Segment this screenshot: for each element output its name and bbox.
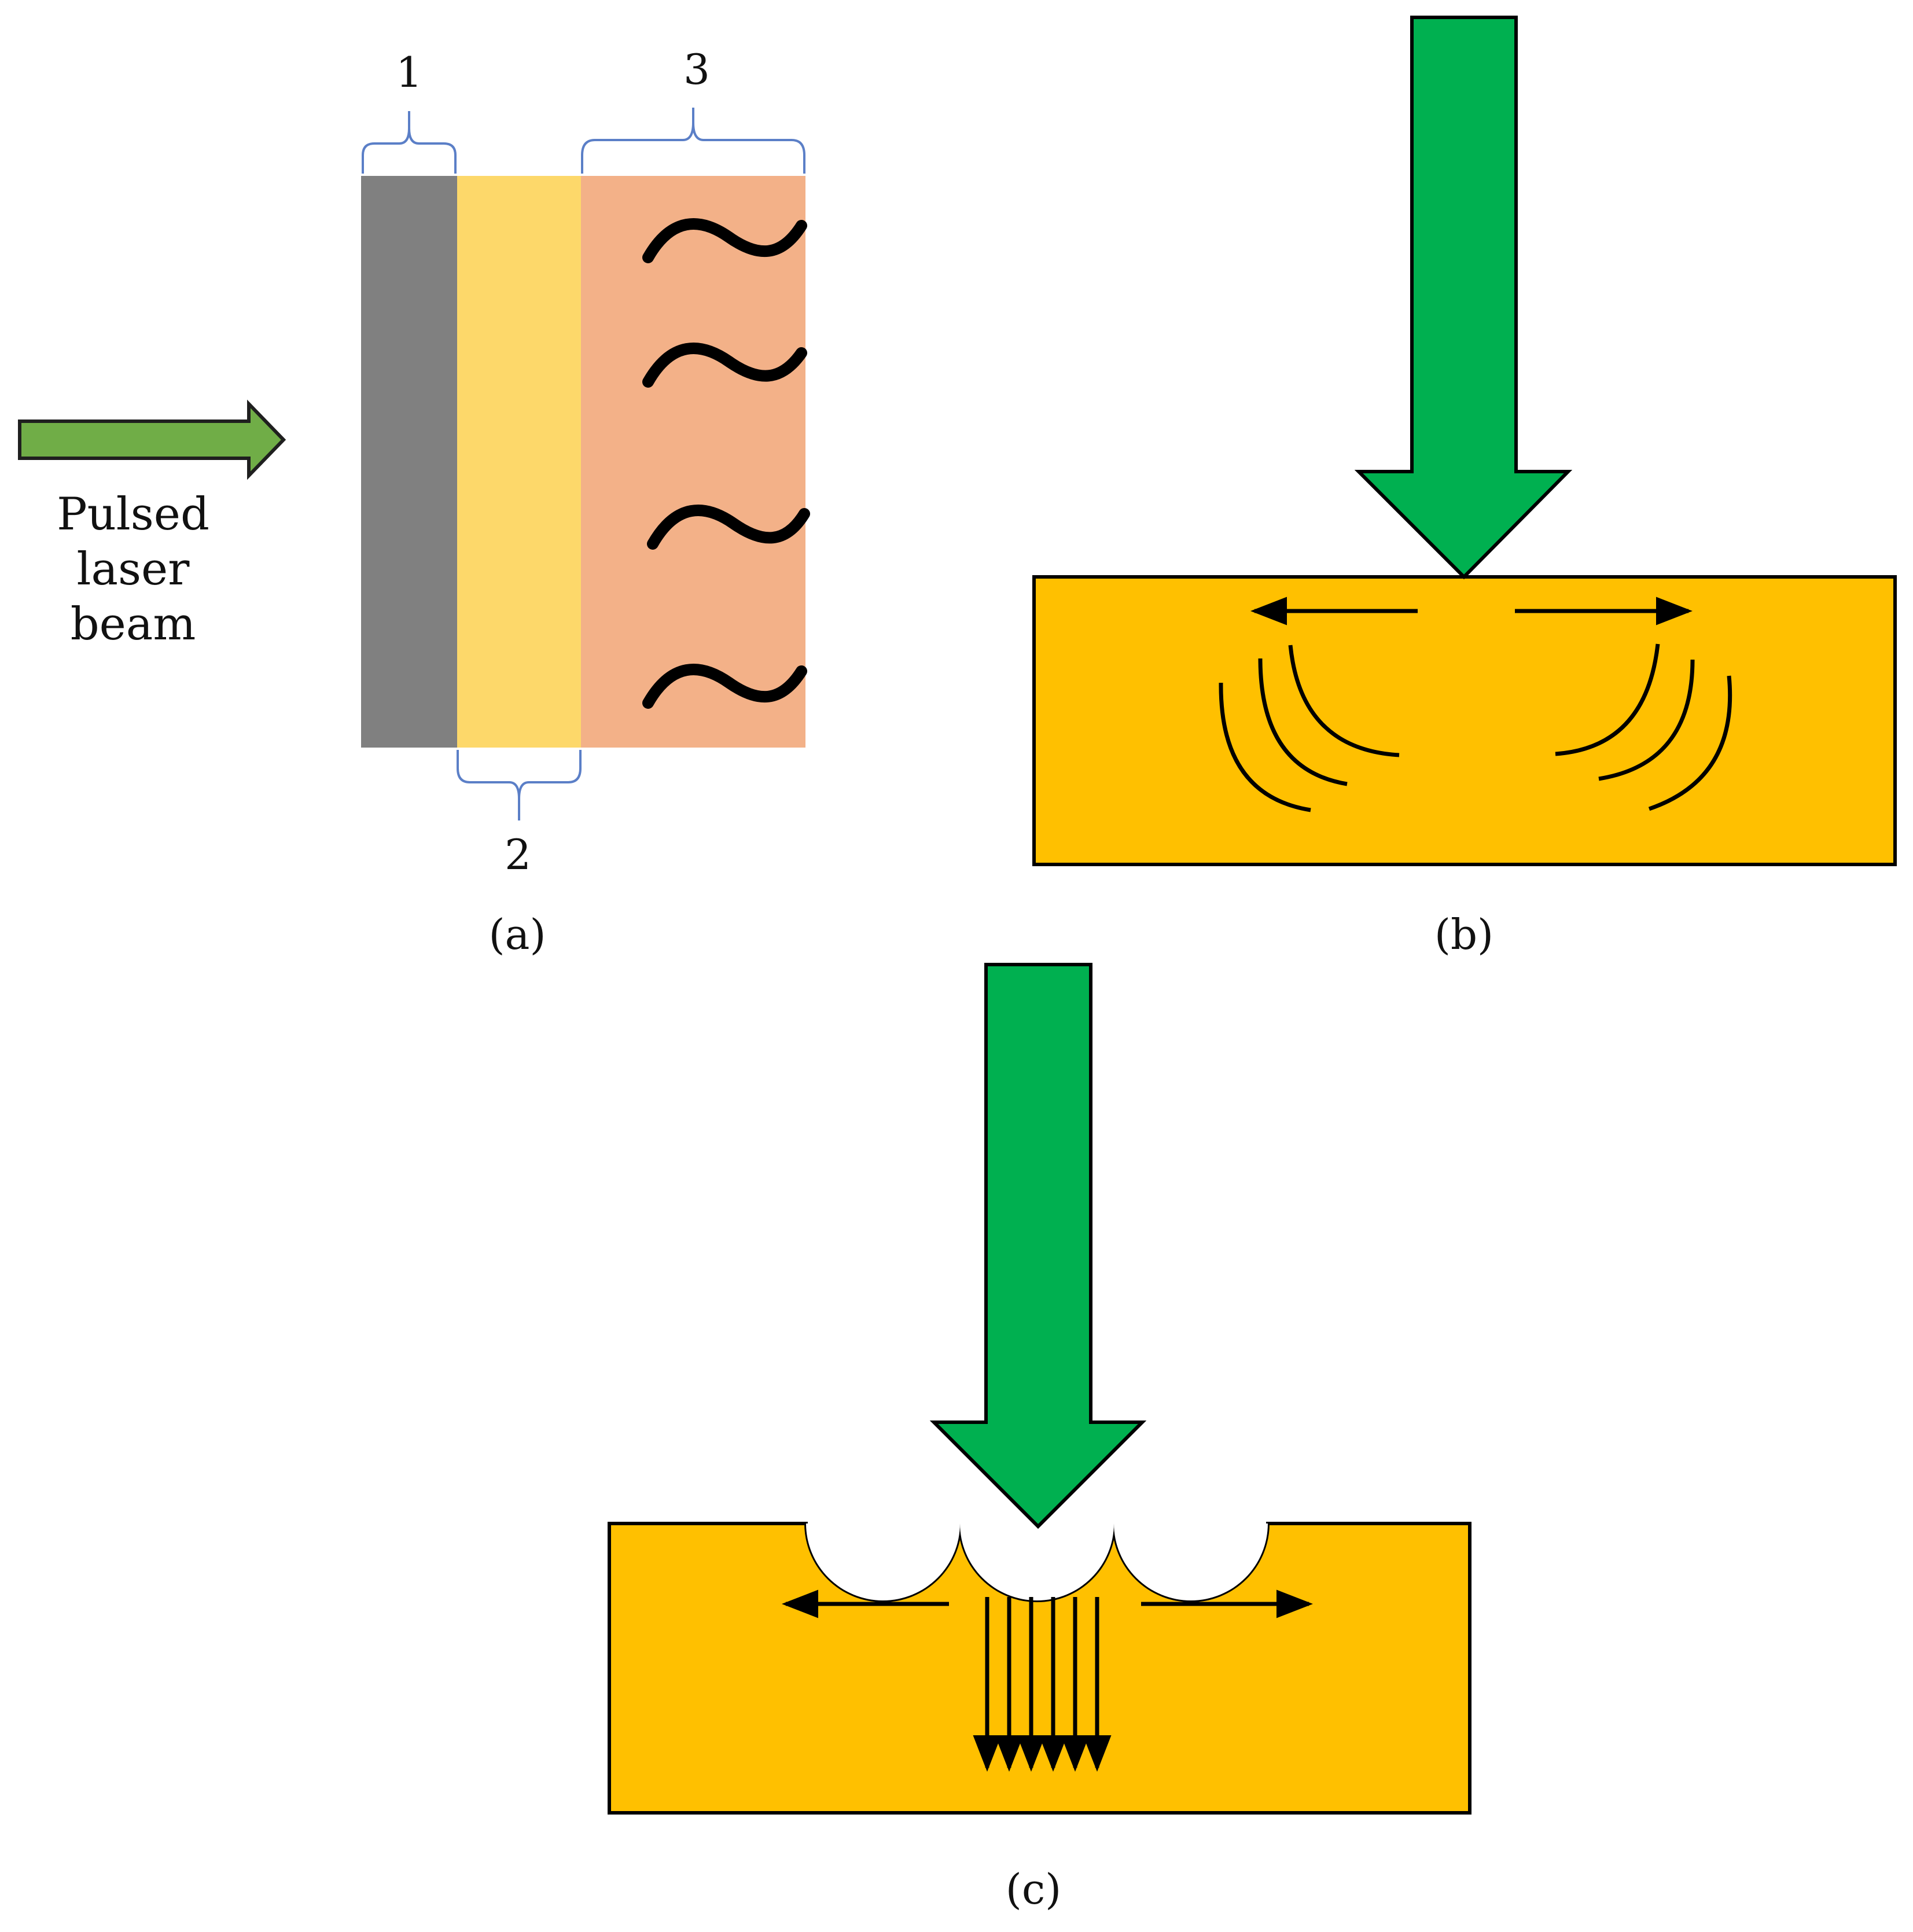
bracket-layer-1 xyxy=(362,111,457,174)
panel-a: Pulsed laser beam 1 3 2 (a) xyxy=(18,45,810,959)
crater-cavities xyxy=(806,1523,1268,1600)
laser-beam-down-arrow-icon xyxy=(1354,16,1573,580)
substrate-b xyxy=(1032,575,1897,866)
arc-wave-icon xyxy=(1598,659,1695,781)
arc-wave-icon xyxy=(1555,643,1660,756)
arc-wave-icon xyxy=(1219,682,1311,812)
caption-b: (b) xyxy=(1434,910,1493,959)
laser-beam-arrow-icon xyxy=(18,399,286,480)
arc-wave-icon xyxy=(1648,675,1732,811)
tilde-wave-icon xyxy=(647,505,810,550)
arc-wave-icon xyxy=(1288,645,1400,757)
layer-label-3: 3 xyxy=(683,45,710,94)
tilde-wave-icon xyxy=(642,343,807,388)
waves-group xyxy=(642,218,810,709)
beam-label-line-3: beam xyxy=(71,598,196,650)
layer-label-1: 1 xyxy=(396,48,422,97)
caption-a: (a) xyxy=(488,910,546,959)
beam-label-line-1: Pulsed xyxy=(57,488,209,540)
layer-label-2: 2 xyxy=(505,830,531,879)
panel-b: (b) xyxy=(1032,16,1897,959)
tilde-wave-icon xyxy=(642,664,807,709)
bracket-layer-2 xyxy=(457,750,582,820)
arc-wave-icon xyxy=(1258,658,1348,786)
layer-1-absorbent xyxy=(361,176,457,748)
laser-beam-down-arrow-icon xyxy=(929,963,1147,1529)
tilde-wave-icon xyxy=(642,218,807,263)
caption-c: (c) xyxy=(1006,1865,1062,1913)
layer-3-target xyxy=(581,176,805,748)
beam-label-line-2: laser xyxy=(77,543,190,595)
layer-2-confining xyxy=(457,176,581,748)
bracket-layer-3 xyxy=(581,108,805,174)
panel-c: (c) xyxy=(608,963,1471,1913)
